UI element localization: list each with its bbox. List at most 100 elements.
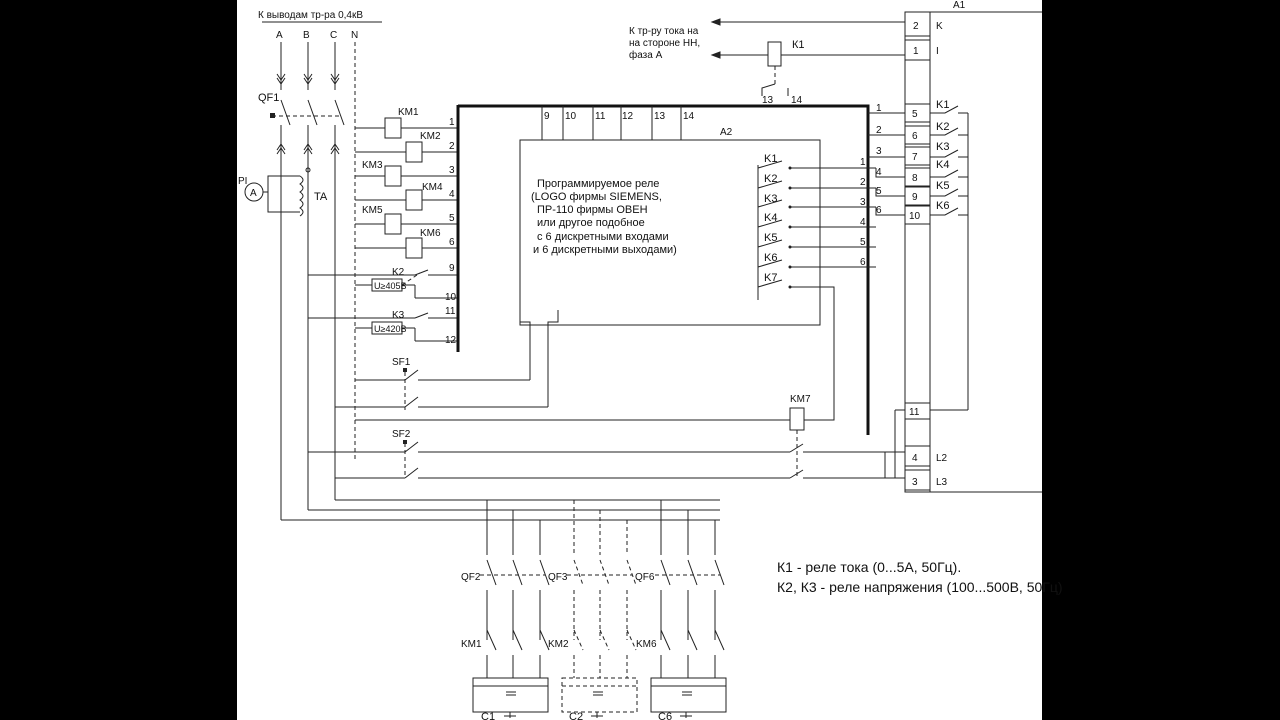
coil-term-5: 5: [449, 213, 455, 224]
a1-term-7: 7: [912, 152, 918, 163]
voltage-relay-k3: K3 U≥420В 11 12: [308, 306, 458, 346]
ct-connection: К тр-ру тока на на стороне НН, фаза А К1…: [629, 18, 905, 106]
coil-term-2: 2: [449, 141, 455, 152]
ct-note-line-3: фаза А: [629, 49, 663, 61]
plc-out-term-6: 6: [860, 257, 866, 268]
plc-out-k4: K4: [764, 212, 777, 224]
a1-in-2: 2: [876, 125, 882, 136]
ammeter-label: PI: [238, 176, 247, 187]
term-10: 10: [445, 292, 457, 303]
note-k1: К1 - реле тока (0...5А, 50Гц).: [777, 559, 961, 575]
k3-label: K3: [392, 310, 405, 321]
km6-contact-label: KM6: [636, 639, 657, 650]
capacitor-bank-1: QF2 KM1 C1: [461, 559, 550, 720]
plc-out-k6: K6: [764, 252, 777, 264]
plc-in-13: 13: [654, 111, 666, 122]
voltage-relay-k2: K2 U≥405В 9 10: [308, 263, 458, 303]
k3-setting: U≥420В: [374, 324, 406, 334]
a1-terminal-block: A1 2 K 1 I 5 6 7 8 9 10 1 2 3 4 5 6: [868, 0, 1042, 493]
phase-b-label: B: [303, 30, 310, 41]
note-k2-k3: К2, К3 - реле напряжения (100...500В, 50…: [777, 579, 1063, 595]
km1-coil-label: KM1: [398, 107, 419, 118]
a1-in-3: 3: [876, 146, 882, 157]
plc-desc-line-5: с 6 дискретными входами: [537, 231, 669, 243]
a1-contact-k2: K2: [936, 121, 949, 133]
qf1-label: QF1: [258, 92, 279, 104]
plc-out-k2: K2: [764, 173, 777, 185]
km4-coil: [405, 189, 423, 211]
k1-label: К1: [792, 39, 805, 51]
plc-in-10: 10: [565, 111, 577, 122]
a1-contact-k3: K3: [936, 141, 949, 153]
capacitor-bank-6: QF6 KM6 C6: [635, 559, 727, 720]
a1-term-11: 11: [909, 407, 920, 418]
k1-term-14: 14: [791, 95, 803, 106]
km2-contact-label: KM2: [548, 639, 569, 650]
km7-contactor: KM7: [355, 286, 905, 479]
k2-setting: U≥405В: [374, 281, 406, 291]
plc-out-term-2: 2: [860, 177, 866, 188]
sf2-switch: SF2: [308, 429, 790, 479]
a1-term-2: 2: [913, 21, 919, 32]
plc-in-11: 11: [595, 111, 606, 122]
qf2-label: QF2: [461, 572, 481, 583]
qf3-label: QF3: [548, 572, 568, 583]
a1-in-1: 1: [876, 103, 882, 114]
plc-desc-line-3: ПР-110 фирмы ОВЕН: [537, 204, 648, 216]
sf1-switch: SF1: [335, 310, 559, 410]
k1-term-13: 13: [762, 95, 774, 106]
phase-n-label: N: [351, 30, 358, 41]
coil-term-6: 6: [449, 237, 455, 248]
plc-out-k5: K5: [764, 232, 777, 244]
a1-contact-k5: K5: [936, 180, 949, 192]
ta-label: TA: [314, 191, 328, 203]
k2-label: K2: [392, 267, 405, 278]
ct-note-line-2: на стороне НН,: [629, 38, 700, 49]
plc-top-terminals: 9 10 11 12 13 14: [541, 106, 695, 140]
a1-contact-k1: K1: [936, 99, 949, 111]
plc-desc-line-4: или другое подобное: [537, 217, 645, 229]
term-12: 12: [445, 335, 457, 346]
km3-coil-label: KM3: [362, 160, 383, 171]
a1-term-4: 4: [912, 453, 918, 464]
plc-out-term-1: 1: [860, 157, 866, 168]
plc-in-12: 12: [622, 111, 634, 122]
plc-outer-border: [458, 104, 870, 435]
a1-contact-k4: K4: [936, 159, 949, 171]
km3-coil: [384, 165, 402, 187]
coil-term-4: 4: [449, 189, 455, 200]
a1-term-6: 6: [912, 131, 918, 142]
plc-outputs: K1 K2 K3 K4 K5 K6 K7 1 2 3 4 5 6: [757, 153, 876, 300]
plc-module-frame: [519, 139, 821, 326]
km5-coil: [384, 213, 402, 235]
km1-coil: [384, 117, 402, 139]
c1-label: C1: [481, 711, 495, 720]
plc-out-term-3: 3: [860, 197, 866, 208]
plc-description: Программируемое реле (LOGO фирмы SIEMENS…: [531, 178, 677, 256]
plc-in-9: 9: [544, 111, 550, 122]
km5-coil-label: KM5: [362, 205, 383, 216]
plc-out-k1: K1: [764, 153, 777, 165]
a1-term-2-name: K: [936, 21, 943, 32]
ct-note-line-1: К тр-ру тока на: [629, 26, 699, 37]
plc-desc-line-2: (LOGO фирмы SIEMENS,: [531, 191, 662, 203]
ammeter-letter: A: [250, 188, 257, 199]
a1-term-10: 10: [909, 211, 921, 222]
plc-desc-line-6: и 6 дискретными выходами): [533, 244, 677, 256]
km1-contact-label: KM1: [461, 639, 482, 650]
km4-coil-label: KM4: [422, 182, 443, 193]
a1-term-5: 5: [912, 109, 918, 120]
a1-term-4-name: L2: [936, 453, 948, 464]
c2-label: C2: [569, 711, 583, 720]
a1-term-3: 3: [912, 477, 918, 488]
sf2-label: SF2: [392, 429, 411, 440]
a1-term-1: 1: [913, 46, 919, 57]
current-transformer: [299, 175, 304, 217]
term-9: 9: [449, 263, 455, 274]
capacitor-bank-2: QF3 KM2 C2: [548, 559, 638, 720]
km2-coil-label: KM2: [420, 131, 441, 142]
a1-term-9: 9: [912, 192, 918, 203]
a1-contact-k6: K6: [936, 200, 949, 212]
